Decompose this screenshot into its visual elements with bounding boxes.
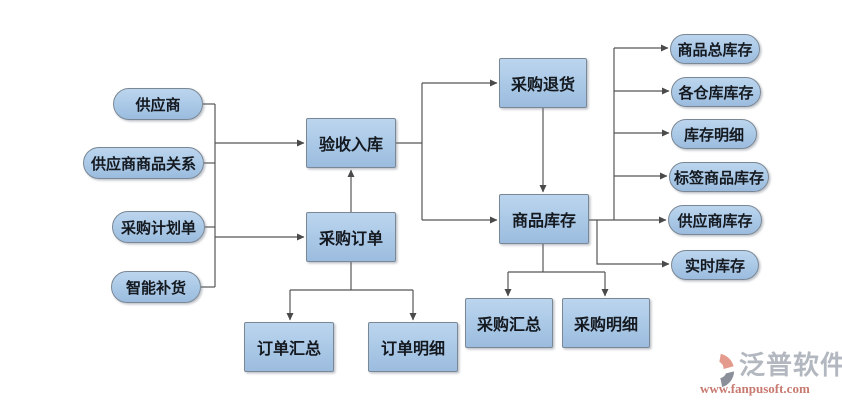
node-purchase-order: 采购订单 [306, 212, 396, 262]
node-smart-replenishment: 智能补货 [111, 271, 201, 303]
node-labeled-product-inventory: 标签商品库存 [669, 162, 769, 192]
node-inventory-detail: 库存明细 [671, 119, 757, 149]
node-purchase-return: 采购退货 [499, 58, 587, 108]
node-total-product-inventory: 商品总库存 [670, 34, 760, 64]
fanpu-watermark: 泛普软件 www.fanpusoft.com [694, 348, 842, 400]
edge-inventory-realtime [596, 220, 670, 268]
fanpu-logo-icon [698, 351, 735, 389]
node-order-detail: 订单明细 [368, 322, 458, 372]
brand-url: www.fanpusoft.com [700, 381, 810, 396]
node-supplier: 供应商 [113, 88, 203, 120]
node-purchase-summary: 采购汇总 [465, 298, 553, 348]
node-per-warehouse-inventory: 各仓库库存 [671, 77, 761, 107]
node-supplier-inventory: 供应商库存 [668, 205, 762, 235]
node-purchase-plan: 采购计划单 [112, 211, 205, 243]
node-product-inventory: 商品库存 [499, 194, 589, 244]
brand-name: 泛普软件 [739, 350, 842, 380]
node-order-summary: 订单汇总 [244, 322, 334, 372]
node-realtime-inventory: 实时库存 [671, 250, 759, 280]
node-acceptance-warehousing: 验收入库 [306, 118, 396, 168]
node-supplier-product-relation: 供应商商品关系 [83, 147, 204, 179]
node-purchase-detail: 采购明细 [562, 298, 650, 348]
